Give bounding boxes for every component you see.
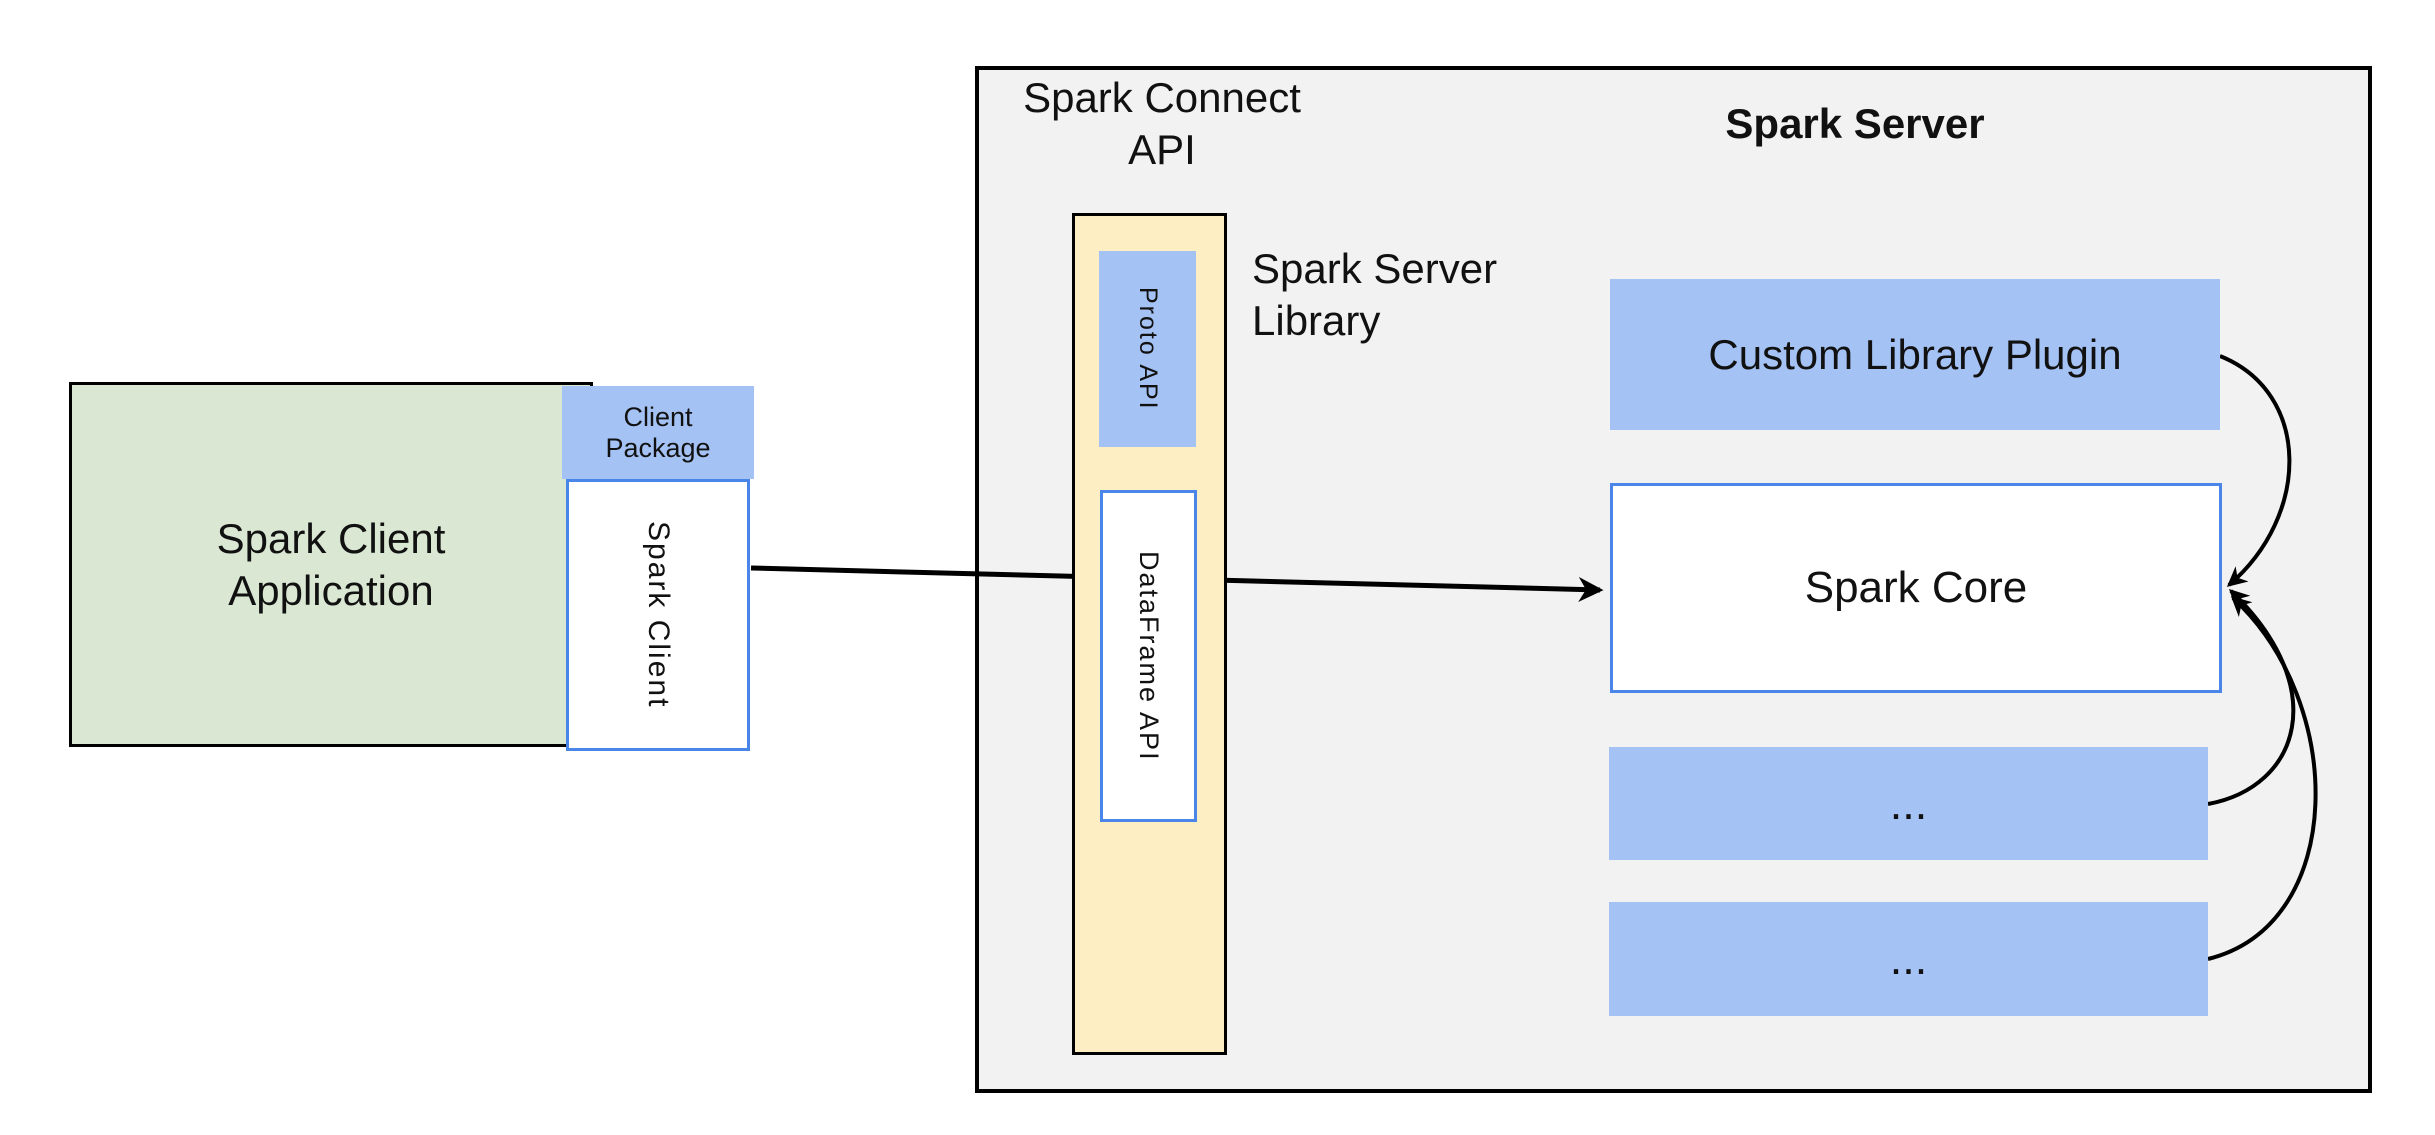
spark-server-library-label: Spark Server Library	[1252, 245, 1498, 344]
dataframe-api-box: DataFrame API	[1100, 490, 1197, 822]
proto-api-label: Proto API	[1134, 287, 1162, 411]
spark-client-application-label: Spark Client Application	[216, 514, 446, 614]
custom-library-plugin-box: Custom Library Plugin	[1610, 279, 2220, 430]
client-package-label: Client Package	[605, 401, 711, 463]
proto-api-box: Proto API	[1099, 251, 1196, 447]
extension-placeholder-box-2: ...	[1609, 902, 2208, 1016]
extension-placeholder-label-2: ...	[1889, 933, 1928, 984]
dataframe-api-label: DataFrame API	[1134, 550, 1164, 762]
extension-placeholder-label-1: ...	[1889, 777, 1928, 829]
spark-core-label: Spark Core	[1804, 563, 2028, 612]
extension-placeholder-box-1: ...	[1609, 747, 2208, 860]
spark-client-box: Spark Client	[566, 479, 750, 751]
custom-library-plugin-label: Custom Library Plugin	[1708, 330, 2122, 378]
spark-client-application-box: Spark Client Application	[69, 382, 593, 747]
spark-core-box: Spark Core	[1610, 483, 2222, 693]
spark-client-label: Spark Client	[642, 521, 675, 709]
spark-server-title: Spark Server	[1725, 100, 1985, 147]
client-package-box: Client Package	[562, 386, 754, 479]
spark-connect-api-label: Spark Connect API	[1023, 74, 1301, 173]
